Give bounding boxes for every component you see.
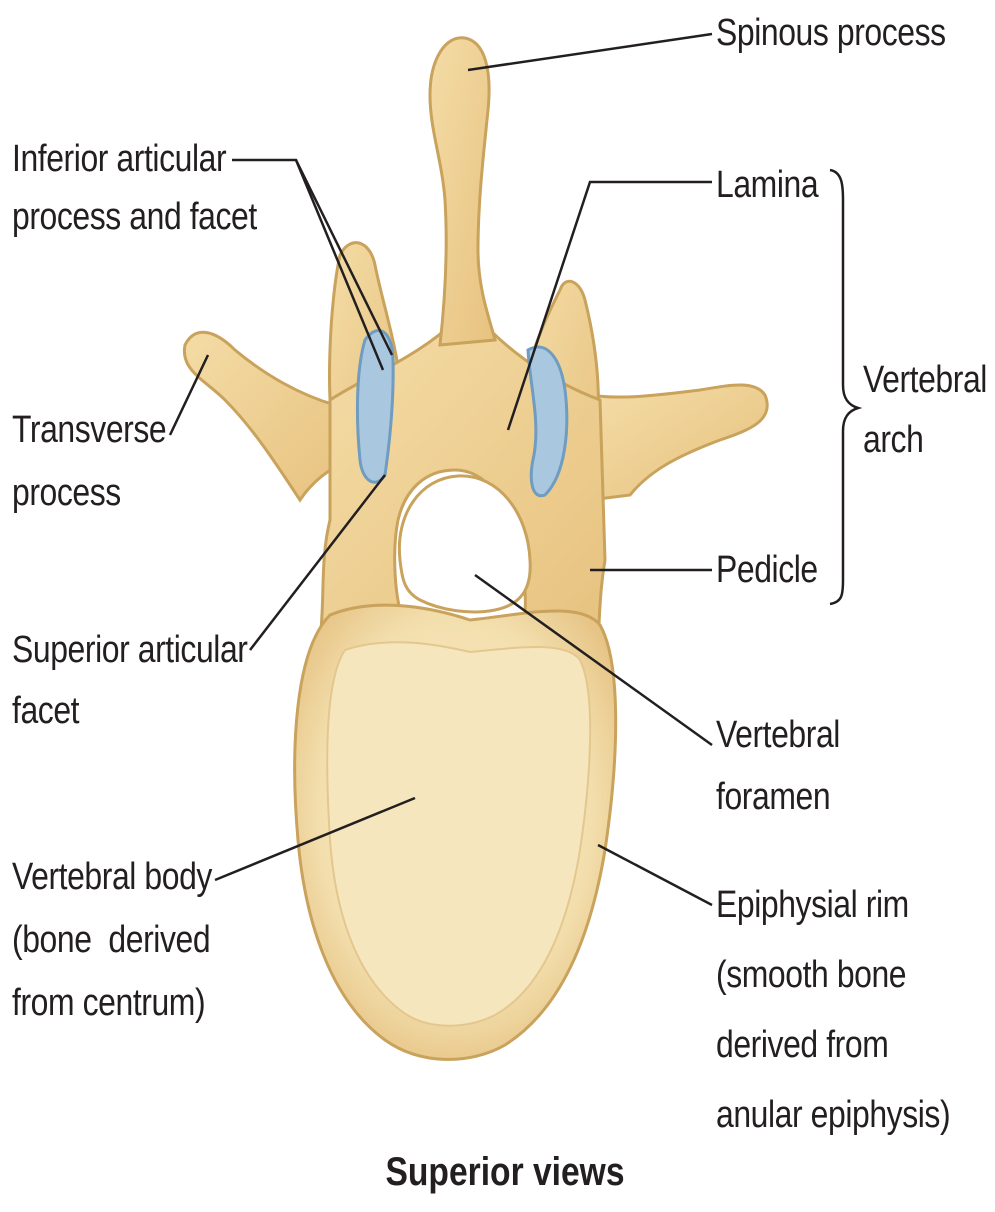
label-vertebral-foramen-line1: Vertebral	[716, 710, 840, 760]
label-inferior-articular-line1: Inferior articular	[12, 134, 226, 184]
label-vertebral-body-line2: (bone derived	[12, 915, 210, 965]
label-epiphysial-rim-line1: Epiphysial rim	[716, 880, 909, 930]
epiphysial-rim-leader	[598, 845, 712, 905]
label-pedicle: Pedicle	[716, 545, 818, 595]
label-inferior-articular-line2: process and facet	[12, 192, 257, 242]
figure-caption: Superior views	[379, 1150, 631, 1195]
label-epiphysial-rim-line2: (smooth bone	[716, 950, 906, 1000]
label-superior-articular-line1: Superior articular	[12, 625, 247, 675]
label-superior-articular-line2: facet	[12, 686, 79, 736]
label-vertebral-foramen-line2: foramen	[716, 772, 830, 822]
vertebral-arch-shape	[184, 38, 767, 640]
label-vertebral-body-line1: Vertebral body	[12, 852, 212, 902]
label-vertebral-arch-line1: Vertebral	[863, 355, 987, 405]
label-epiphysial-rim-line3: derived from	[716, 1020, 888, 1070]
spinous-process-shape	[430, 38, 495, 345]
label-spinous-process: Spinous process	[716, 8, 946, 58]
left-transverse-process-shape	[184, 332, 350, 500]
label-epiphysial-rim-line4: anular epiphysis)	[716, 1090, 950, 1140]
label-vertebral-body-line3: from centrum)	[12, 978, 205, 1028]
right-transverse-process-shape	[590, 385, 767, 500]
label-transverse-line2: process	[12, 468, 121, 518]
label-transverse-line1: Transverse	[12, 405, 166, 455]
vertebral-body-shape	[295, 605, 616, 1059]
vertebral-arch-brace	[830, 170, 858, 604]
spinous-process-leader	[468, 34, 712, 70]
label-lamina: Lamina	[716, 160, 818, 210]
label-vertebral-arch-line2: arch	[863, 415, 923, 465]
